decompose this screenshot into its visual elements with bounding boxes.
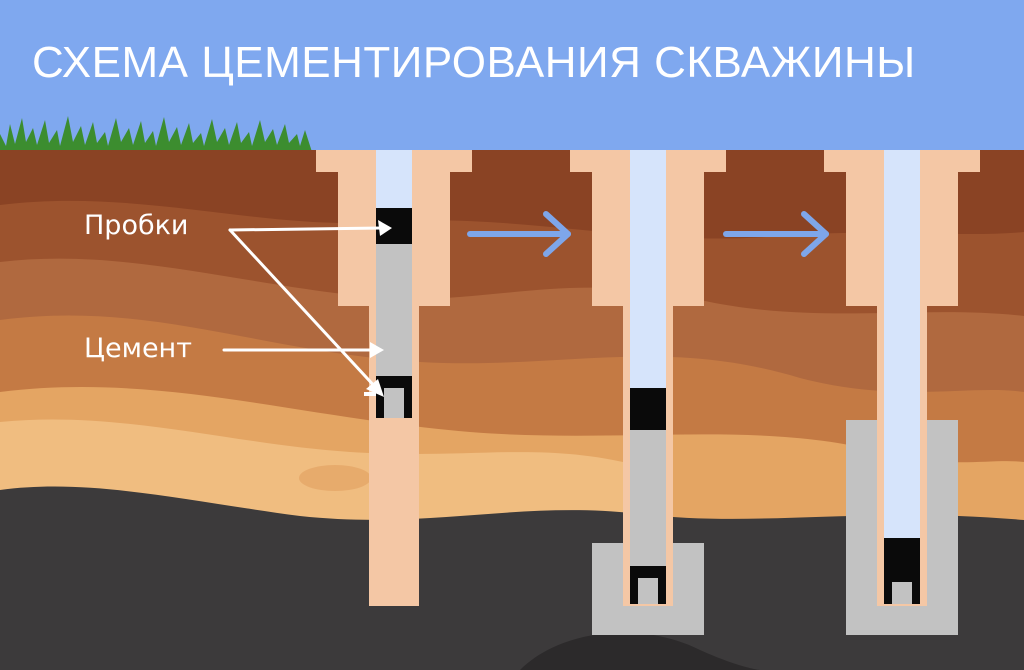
cement-column bbox=[630, 430, 666, 566]
sand-lens bbox=[299, 465, 371, 491]
cement-pointer bbox=[222, 342, 384, 358]
sky bbox=[0, 0, 1024, 160]
cement-in-plug bbox=[384, 388, 404, 418]
bottom-plug bbox=[630, 566, 666, 604]
right-arrow-icon bbox=[467, 211, 571, 257]
plug-guide bbox=[364, 392, 376, 396]
plugs-combined bbox=[884, 538, 920, 604]
bore bbox=[884, 150, 920, 538]
bedrock-layer bbox=[0, 486, 1024, 670]
right-arrow-icon bbox=[723, 211, 829, 257]
well-stage-2 bbox=[570, 150, 726, 635]
top-plug bbox=[630, 388, 666, 430]
plugs-pointer bbox=[228, 220, 392, 397]
grass-icon bbox=[0, 116, 312, 152]
bore bbox=[376, 150, 412, 208]
cement-column bbox=[376, 244, 412, 376]
cement-in-plug bbox=[892, 582, 912, 604]
diagram-title: СХЕМА ЦЕМЕНТИРОВАНИЯ СКВАЖИНЫ bbox=[32, 38, 916, 87]
cement-label: Цемент bbox=[84, 333, 192, 364]
deep-rock bbox=[520, 632, 760, 670]
bore bbox=[630, 150, 666, 388]
cement-in-plug bbox=[638, 578, 658, 604]
plugs-label: Пробки bbox=[84, 210, 189, 241]
well-stage-3 bbox=[824, 150, 980, 635]
bottom-plug bbox=[376, 376, 412, 418]
